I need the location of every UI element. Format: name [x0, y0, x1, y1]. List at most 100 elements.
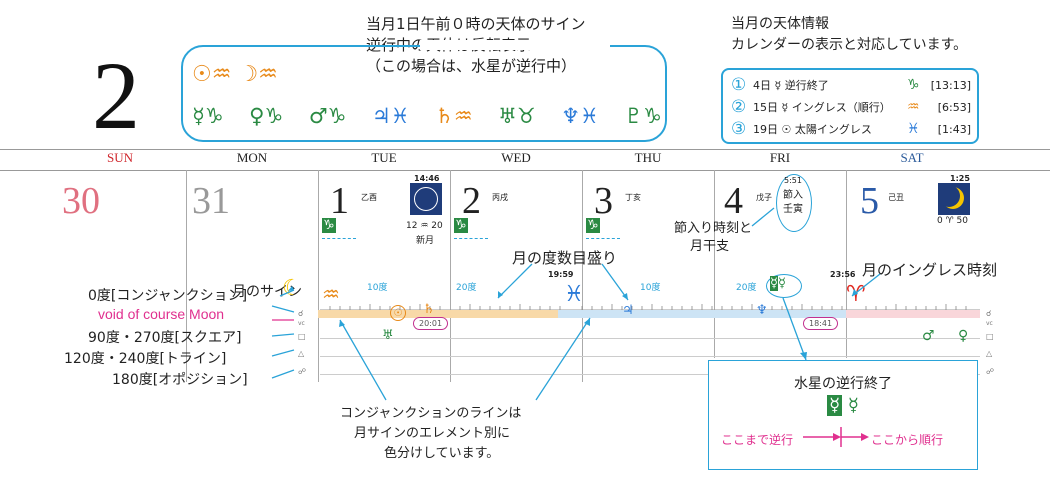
retro-until-label: ここまで逆行 — [721, 433, 794, 447]
sun-conj-icon: ☉ — [390, 305, 406, 321]
kanshi-sat: 己丑 — [888, 193, 904, 202]
info-title: 当月の天体情報 カレンダーの表示と対応しています。 — [731, 16, 968, 53]
mercury-retro-tue: ♑ — [322, 218, 336, 233]
date-31: 31 — [192, 180, 230, 222]
label-voc: void of course Moon — [98, 306, 225, 322]
dow-tue: TUE — [371, 150, 397, 165]
venus-square-icon: ♀ — [958, 328, 969, 344]
mercury-retro-thu: ♑ — [586, 218, 600, 233]
kanshi-fri: 戊子 — [756, 193, 772, 202]
tue-moon-sign: 12 ♒ 20 — [406, 221, 443, 231]
dow-sat: SAT — [900, 150, 924, 165]
planet-signs-row: ☿♑ ♀♑ ♂♑ ♃♓ ♄♒ ♅♉ ♆♓ ♇♑ — [192, 104, 662, 128]
callout-ingress: 月のイングレス時刻 — [862, 261, 998, 279]
voc-time-pill: 20:01 — [413, 317, 449, 330]
label-opposition: 180度[オポジション] — [112, 372, 248, 388]
kanshi-thu: 丁亥 — [625, 193, 641, 202]
dow-sun: SUN — [106, 150, 133, 165]
col-divider — [582, 170, 583, 382]
right-mark-square: □ — [986, 332, 994, 341]
dow-thu: THU — [634, 150, 662, 165]
saturn-conj-icon: ♄ — [423, 302, 435, 317]
mercury-retro-wed: ♑ — [454, 218, 468, 233]
fri-time: 5:51 — [784, 176, 802, 185]
mars-square-icon: ♂ — [922, 328, 935, 344]
dow-fri: FRI — [769, 150, 791, 165]
callout-conj-note-1: コンジャンクションのラインは — [340, 406, 522, 421]
date-1: 1 — [330, 180, 349, 222]
aspect-row-trine — [320, 356, 980, 357]
date-2: 2 — [462, 180, 481, 222]
conj-band-water — [558, 310, 846, 318]
label-conjunction: 0度[コンジャンクション] — [88, 288, 248, 304]
right-mark-conj: ☌ — [986, 309, 992, 318]
date-30: 30 — [62, 180, 100, 222]
venus-sign: ♀♑ — [249, 104, 284, 128]
pluto-sign: ♇♑ — [624, 104, 662, 128]
aries-ingress-time: 23:56 — [830, 270, 856, 279]
sign-box-gap — [420, 40, 610, 50]
right-mark-opposition: ☍ — [986, 367, 995, 376]
setsu-kanshi: 壬寅 — [783, 204, 803, 215]
moon-sign-pisces: ♓ — [564, 282, 584, 307]
kanshi-tue: 乙酉 — [361, 193, 377, 202]
mars-sign: ♂♑ — [308, 104, 347, 128]
left-mark-trine: △ — [298, 349, 305, 358]
callout-conj-note-3: 色分けしています。 — [384, 446, 500, 461]
pisces-ingress-time: 19:59 — [548, 270, 574, 279]
col-divider — [186, 170, 187, 382]
left-mark-opposition: ☍ — [298, 367, 307, 376]
month-number: 2 — [92, 42, 140, 149]
direct-from-label: ここから順行 — [871, 433, 944, 447]
mercury-sign: ☿♑ — [192, 104, 224, 128]
dow-mon: MON — [236, 150, 268, 165]
sat-time: 1:25 — [950, 174, 970, 183]
degree-label: 10度 — [640, 283, 661, 293]
col-divider — [450, 170, 451, 382]
setsu-ellipse — [776, 174, 812, 232]
degree-label: 20度 — [456, 283, 477, 293]
calendar-top-border — [0, 149, 1050, 150]
saturn-sign: ♄♒ — [435, 104, 473, 128]
setsu-label: 節入 — [783, 190, 803, 201]
retro-direct-arrow — [803, 427, 869, 447]
jupiter-sign: ♃♓ — [371, 104, 410, 128]
info-box: ① 4日 ☿ 逆行終了 ♑ [13:13] ② 15日 ☿ イングレス（順行） … — [721, 68, 979, 144]
degree-label: 10度 — [367, 283, 388, 293]
right-mark-trine: △ — [986, 349, 993, 358]
calendar-header-border — [0, 170, 1050, 171]
mercury-station-box: 水星の逆行終了 ☿ ☿ ここまで逆行 ここから順行 — [708, 360, 978, 470]
mercury-station-icon: ☿☿ — [770, 276, 786, 291]
moon-sign-aquarius: ♒ — [322, 282, 340, 306]
col-divider — [318, 170, 319, 382]
label-square: 90度・270度[スクエア] — [88, 330, 242, 346]
new-moon-box — [410, 183, 442, 215]
mercury-box-title: 水星の逆行終了 — [794, 376, 892, 392]
conj-band-air — [318, 310, 558, 318]
aspect-row-square — [320, 338, 980, 339]
mercury-box-icon: ☿ ☿ — [827, 395, 859, 416]
callout-degree-scale: 月の度数目盛り — [512, 249, 618, 267]
neptune-conj-icon: ♆ — [756, 303, 768, 318]
moon-icon: ☾ — [282, 276, 302, 301]
callout-setsu-1: 節入り時刻と — [674, 221, 753, 236]
degree-scale — [320, 304, 980, 311]
callout-setsu-2: 月干支 — [690, 239, 730, 254]
sat-sign: 0 ♈ 50 — [937, 216, 968, 226]
new-moon-icon — [414, 187, 438, 211]
new-moon-label: 新月 — [416, 236, 435, 246]
dow-wed: WED — [501, 150, 531, 165]
callout-conj-note-2: 月サインのエレメント別に — [354, 426, 511, 441]
col-divider — [714, 170, 715, 358]
date-5: 5 — [860, 180, 879, 222]
conj-band-fire — [846, 310, 980, 318]
voc-time-pill: 18:41 — [803, 317, 839, 330]
left-mark-conj: ☌ — [298, 309, 304, 318]
kanshi-wed: 丙戌 — [492, 193, 508, 202]
degree-label: 20度 — [736, 283, 757, 293]
left-mark-vc: vc — [298, 320, 305, 327]
aspect-row-opposition — [320, 374, 980, 375]
uranus-sign: ♅♉ — [498, 104, 536, 128]
date-3: 3 — [594, 180, 613, 222]
uranus-square-icon: ♅ — [382, 328, 394, 343]
